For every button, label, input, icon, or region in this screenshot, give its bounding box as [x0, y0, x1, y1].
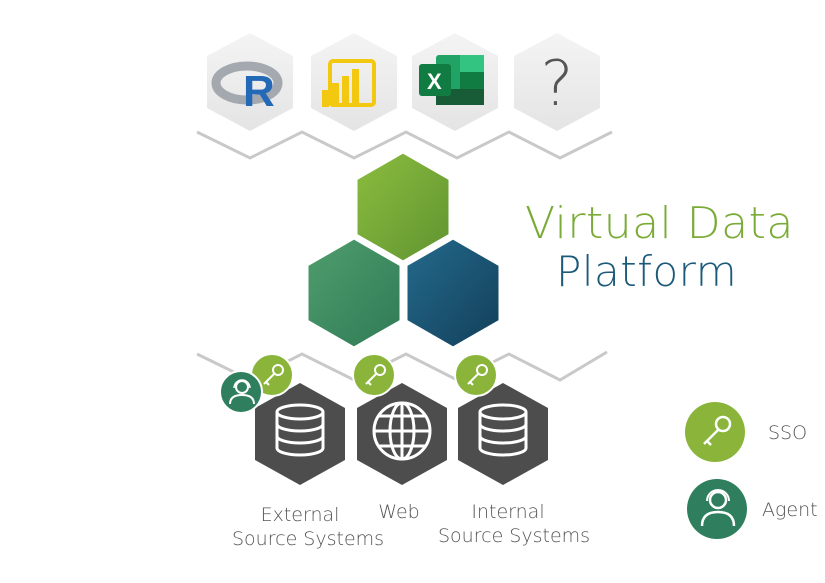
platform-hexes	[305, 150, 502, 350]
source-label-web: Web	[368, 500, 430, 524]
sso-key-icon	[454, 353, 498, 397]
agent-icon	[219, 370, 263, 414]
source-label-line1: Web	[378, 501, 420, 523]
tool-hex-other	[514, 33, 600, 131]
source-hex-internal	[458, 383, 548, 485]
database-icon	[478, 403, 528, 457]
source-label-external: External Source Systems	[232, 503, 385, 551]
platform-hex-mid-green	[305, 236, 403, 350]
source-label-line1: Internal	[471, 501, 545, 523]
title-line-1: Virtual Data	[525, 198, 794, 249]
source-label-internal: Internal Source Systems	[438, 500, 591, 548]
sso-key-icon	[352, 353, 396, 397]
zigzag-top	[196, 130, 613, 160]
r-letter: R	[243, 67, 275, 116]
database-icon	[275, 403, 325, 457]
platform-hex-green	[354, 150, 452, 264]
source-hex-external	[255, 383, 345, 485]
r-logo-icon: R	[211, 61, 283, 116]
legend-label-agent: Agent	[762, 499, 818, 521]
legend-label-sso: SSO	[768, 422, 808, 444]
platform-hex-teal	[404, 236, 502, 350]
source-label-line2: Source Systems	[438, 525, 591, 547]
title-line-2: Platform	[556, 247, 738, 296]
source-label-line2: Source Systems	[232, 528, 385, 550]
source-label-line1: External	[260, 504, 340, 526]
power-bi-icon	[322, 59, 376, 107]
tool-hex-r	[207, 33, 293, 131]
excel-icon: X	[419, 55, 484, 105]
legend-sso-icon	[685, 402, 745, 462]
legend-agent-icon	[687, 479, 747, 539]
question-mark-icon: ?	[541, 47, 574, 120]
globe-icon	[372, 401, 432, 461]
excel-letter: X	[427, 69, 442, 94]
